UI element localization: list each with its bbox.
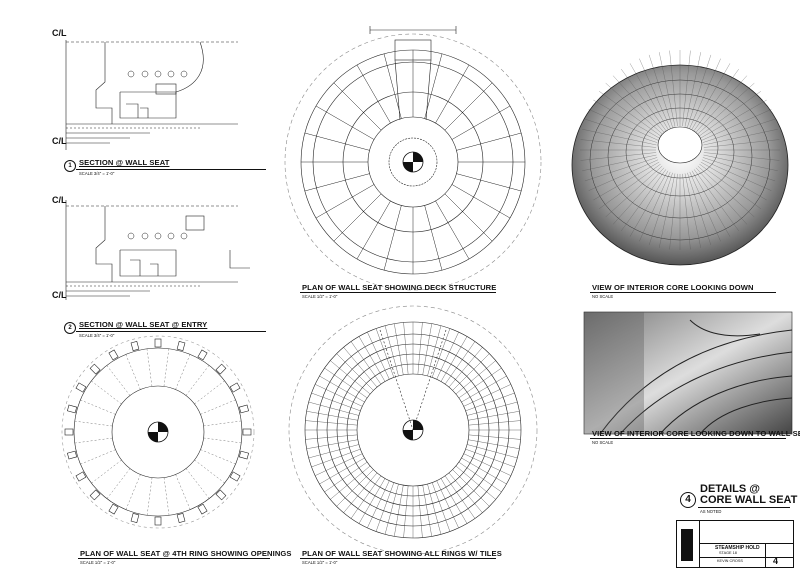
view-title: PLAN OF WALL SEAT SHOWING DECK STRUCTURE <box>302 283 497 292</box>
sheet-title-line1: DETAILS @ <box>700 483 761 495</box>
project-stage: STAGE 18 <box>719 551 737 555</box>
view-title: PLAN OF WALL SEAT @ 4TH RING SHOWING OPE… <box>80 549 292 558</box>
logo-mark <box>681 529 693 561</box>
title-block: STEAMSHIP HOLD STAGE 18 KEVIN CROSS 4 <box>676 520 794 568</box>
view-title: SECTION @ WALL SEAT <box>79 158 170 167</box>
view-number-badge: 1 <box>64 160 76 172</box>
centerline-marker: C/L <box>52 136 67 146</box>
sheet-number-badge: 4 <box>680 492 696 508</box>
view-title: VIEW OF INTERIOR CORE LOOKING DOWN TO WA… <box>592 429 800 438</box>
view-title: PLAN OF WALL SEAT SHOWING ALL RINGS W/ T… <box>302 549 502 558</box>
view-scale: SCALE 1/2" = 1'-0" <box>302 294 338 299</box>
view-scale: NO SCALE <box>592 440 614 445</box>
project-name: STEAMSHIP HOLD <box>715 545 760 551</box>
centerline-marker: C/L <box>52 290 67 300</box>
sheet-subtitle: AS NOTED <box>700 509 722 514</box>
view-number-badge: 2 <box>64 322 76 334</box>
sheet-number: 4 <box>773 556 779 566</box>
designer-name: KEVIN CROSS <box>717 559 743 563</box>
centerline-marker: C/L <box>52 28 67 38</box>
view-scale: SCALE 1/2" = 1'-0" <box>80 560 116 565</box>
view-title: SECTION @ WALL SEAT @ ENTRY <box>79 320 208 329</box>
view-scale: SCALE 1/2" = 1'-0" <box>302 560 338 565</box>
sheet-title-line2: CORE WALL SEAT <box>700 494 798 506</box>
view-scale: SCALE 3/4" = 1'-0" <box>79 333 115 338</box>
view-scale: NO SCALE <box>592 294 614 299</box>
view-title: VIEW OF INTERIOR CORE LOOKING DOWN <box>592 283 754 292</box>
centerline-marker: C/L <box>52 195 67 205</box>
view-scale: SCALE 3/4" = 1'-0" <box>79 171 115 176</box>
